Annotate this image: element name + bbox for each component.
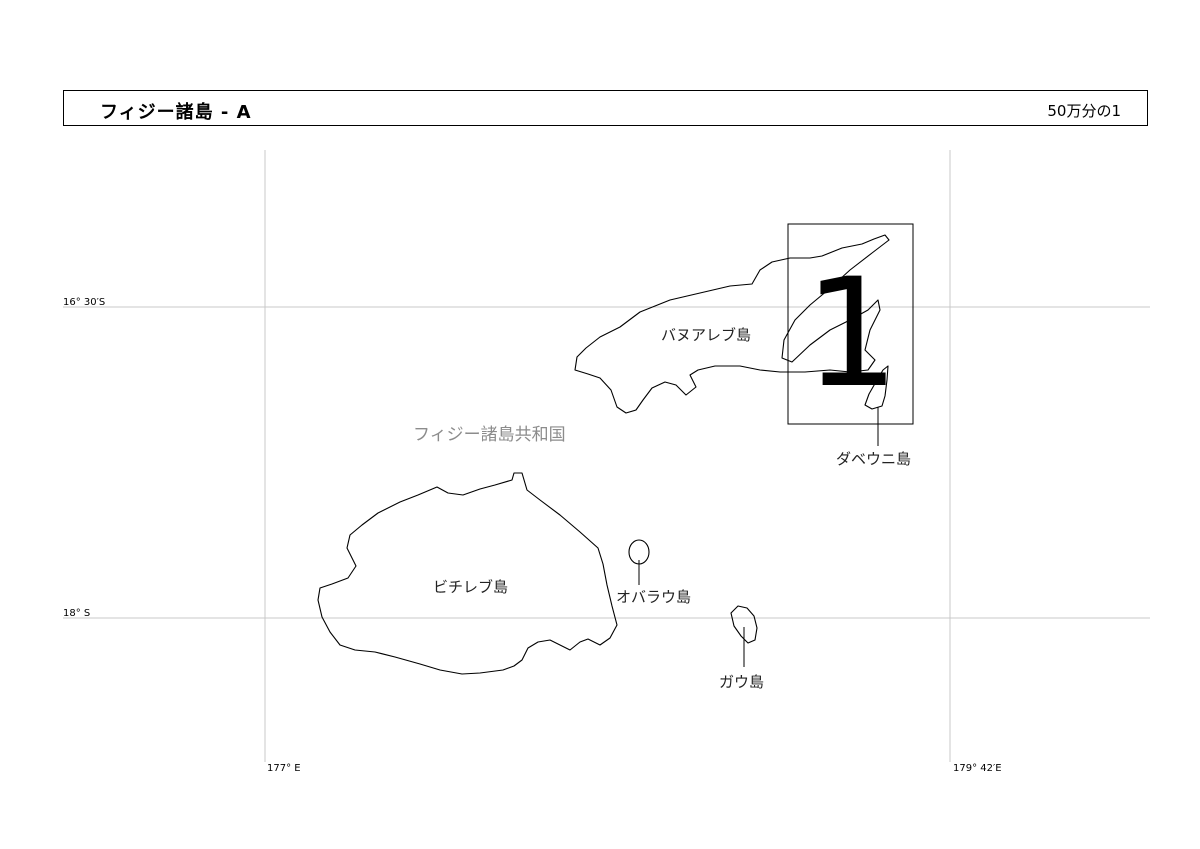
island-taveuni <box>864 365 889 410</box>
map-scale: 50万分の1 <box>1047 102 1121 120</box>
map-title: フィジー諸島 - A <box>100 102 252 123</box>
lon-label-177e: 177° E <box>267 763 301 774</box>
island-gau <box>730 605 758 644</box>
inset-frame-1[interactable] <box>787 223 914 425</box>
lon-label-179-42e: 179° 42′E <box>953 763 1002 774</box>
island-viti-levu <box>317 472 618 675</box>
inset-number: 1 <box>804 247 899 421</box>
island-vanua-levu <box>574 234 890 414</box>
lat-label-18s: 18° S <box>63 608 90 619</box>
country-label: フィジー諸島共和国 <box>413 425 566 445</box>
lat-label-16-30s: 16° 30′S <box>63 297 105 308</box>
label-taveuni: ダベウニ島 <box>836 450 911 468</box>
label-viti-levu: ビチレブ島 <box>433 578 508 596</box>
label-vanua-levu: バヌアレブ島 <box>661 326 751 344</box>
label-gau: ガウ島 <box>719 673 764 691</box>
map-header: フィジー諸島 - A 50万分の1 <box>63 90 1148 126</box>
label-ovalau: オバラウ島 <box>616 588 691 606</box>
